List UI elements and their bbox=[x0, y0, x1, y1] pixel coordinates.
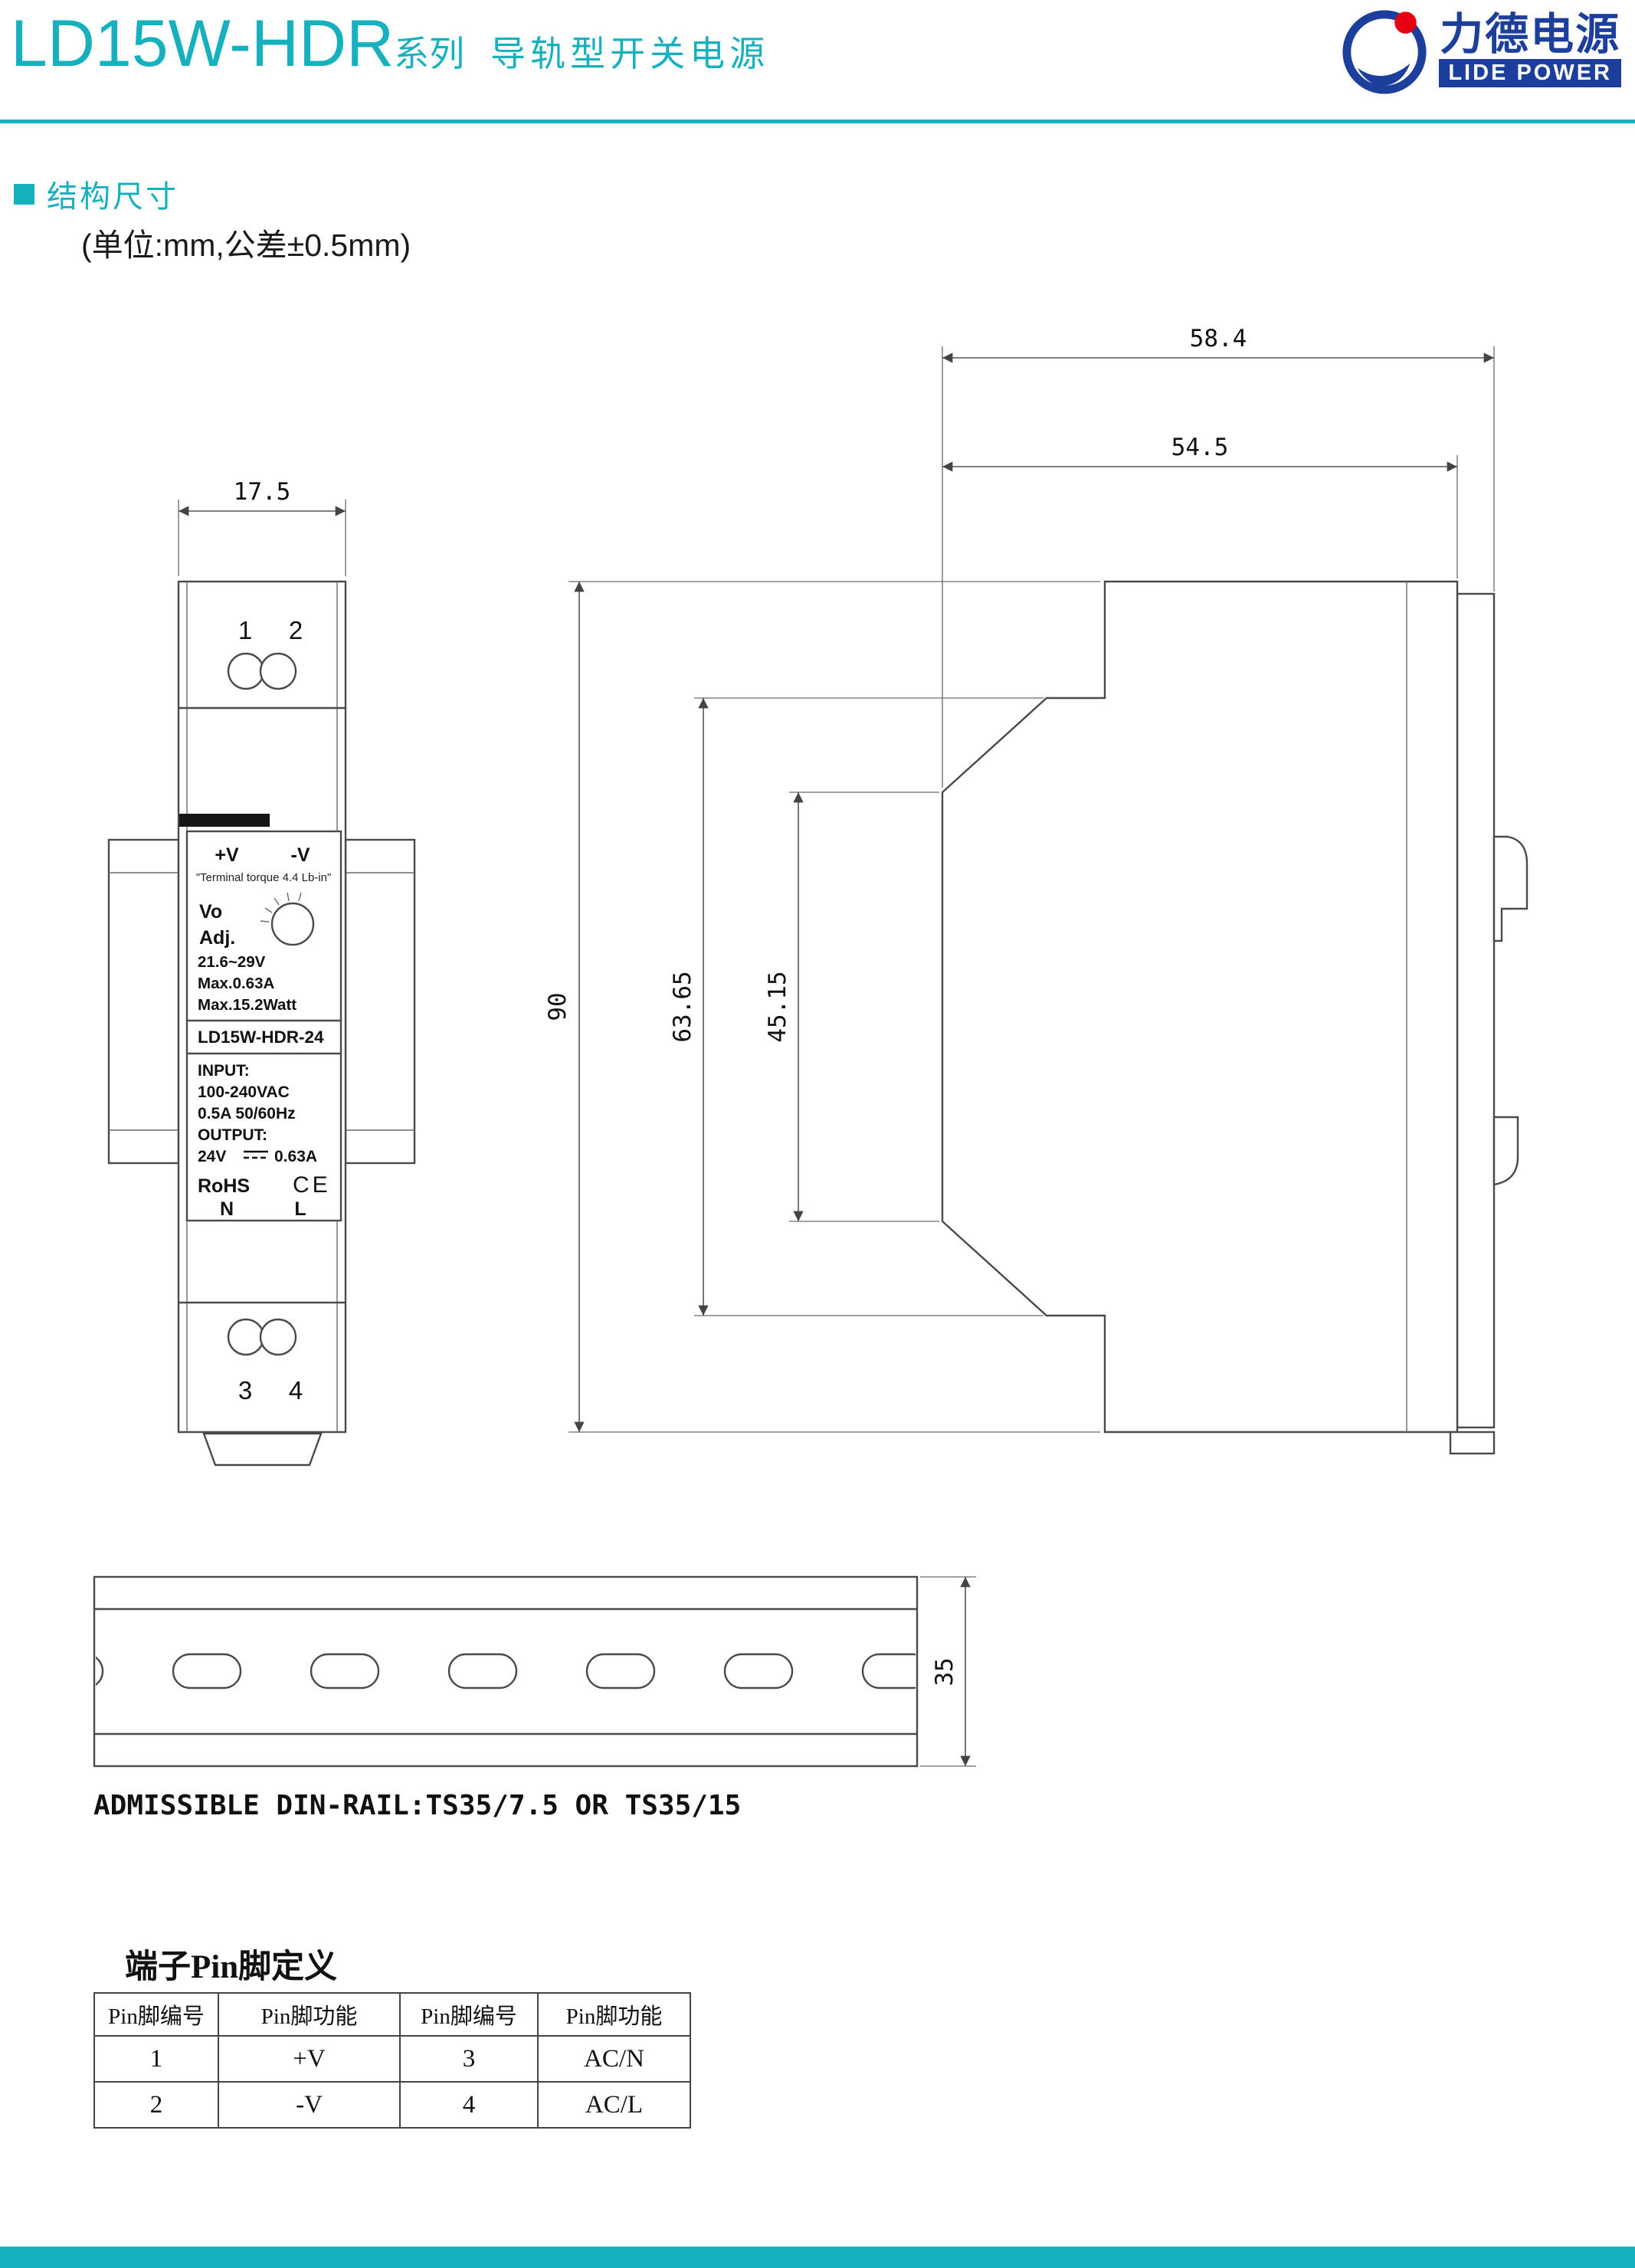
pin-number-cell: 2 bbox=[93, 2081, 219, 2129]
pin-2-label: 2 bbox=[289, 616, 303, 644]
pin-function-cell: AC/N bbox=[537, 2035, 691, 2083]
label-l: L bbox=[294, 1198, 306, 1220]
table-row: 2 -V 4 AC/L bbox=[93, 2081, 691, 2129]
side-view: 58.4 54.5 90 63.65 bbox=[544, 325, 1529, 1455]
dim-inner-height: 45.15 bbox=[764, 792, 939, 1222]
din-clip-latch bbox=[1492, 1116, 1519, 1186]
din-clip-hook bbox=[1492, 835, 1529, 942]
label-vo: Vo bbox=[199, 901, 222, 923]
logo-text: 力德电源 LIDE POWER bbox=[1439, 10, 1621, 88]
dc-symbol-icon bbox=[244, 1150, 268, 1159]
product-label: +V -V "Terminal torque 4.4 Lb-in" Vo Adj… bbox=[185, 830, 342, 1222]
title-subtitle: 导轨型开关电源 bbox=[490, 34, 770, 74]
pin-table-title: 端子Pin脚定义 bbox=[125, 1949, 338, 1985]
section-heading-label: 结构尺寸 bbox=[47, 180, 179, 214]
pin-function-cell: -V bbox=[218, 2081, 401, 2129]
label-n: N bbox=[220, 1198, 234, 1220]
label-output-voltage: 24V bbox=[198, 1148, 226, 1165]
pin-number-cell: 3 bbox=[399, 2035, 539, 2083]
table-row: 1 +V 3 AC/N bbox=[93, 2035, 691, 2083]
label-volt-range: 21.6~29V bbox=[198, 953, 266, 971]
label-border bbox=[185, 830, 342, 1222]
admissible-rail-caption: ADMISSIBLE DIN-RAIL:TS35/7.5 OR TS35/15 bbox=[93, 1790, 742, 1821]
pin-1-label: 1 bbox=[238, 616, 252, 644]
vo-adjust-knob bbox=[260, 892, 315, 946]
din-rail-behind bbox=[107, 838, 416, 1165]
pin-number-cell: 1 bbox=[93, 2035, 219, 2083]
company-logo: 力德电源 LIDE POWER bbox=[1339, 5, 1621, 95]
pin-table-header: Pin脚编号 bbox=[399, 1992, 539, 2037]
dim-front-width: 17.5 bbox=[178, 478, 346, 576]
header-divider bbox=[0, 120, 1635, 123]
bottom-terminal-hole bbox=[227, 1318, 297, 1356]
pin-3-label: 3 bbox=[238, 1376, 252, 1404]
footer-bar bbox=[0, 2247, 1635, 2268]
top-terminal-hole bbox=[227, 652, 297, 690]
din-clip bbox=[1456, 592, 1529, 1429]
dim-body-depth-label: 54.5 bbox=[1171, 434, 1229, 461]
pin-4-label: 4 bbox=[289, 1376, 303, 1404]
lide-logo-icon bbox=[1342, 10, 1427, 94]
pin-definition-table: Pin脚编号 Pin脚功能 Pin脚编号 Pin脚功能 1 +V 3 AC/N … bbox=[93, 1992, 691, 2129]
label-output: OUTPUT: bbox=[198, 1126, 267, 1144]
dim-mid-height: 63.65 bbox=[669, 697, 1044, 1316]
dim-mid-height-label: 63.65 bbox=[669, 971, 696, 1042]
side-body-profile bbox=[941, 580, 1459, 1434]
label-output-current: 0.63A bbox=[274, 1148, 317, 1165]
din-rail-view: 35 bbox=[93, 1575, 976, 1768]
rail-slots bbox=[96, 1653, 916, 1690]
pin-table-header-row: Pin脚编号 Pin脚功能 Pin脚编号 Pin脚功能 bbox=[93, 1992, 691, 2037]
logo-english-name: LIDE POWER bbox=[1439, 59, 1621, 88]
section-heading: 结构尺寸 bbox=[14, 172, 179, 216]
rohs-mark: RoHS bbox=[198, 1175, 250, 1197]
label-plus-v: +V bbox=[215, 844, 239, 866]
pin-table-header: Pin脚功能 bbox=[218, 1992, 401, 2037]
dim-height-label: 90 bbox=[544, 992, 572, 1021]
title-model: LD15W-HDR bbox=[11, 7, 395, 80]
section-bullet-icon bbox=[14, 183, 34, 205]
pin-table-header: Pin脚编号 bbox=[93, 1992, 219, 2037]
label-adj: Adj. bbox=[199, 927, 235, 949]
logo-chinese-name: 力德电源 bbox=[1440, 10, 1621, 59]
pin-function-cell: AC/L bbox=[537, 2081, 691, 2129]
dim-rail-width-label: 35 bbox=[931, 1657, 958, 1686]
label-minus-v: -V bbox=[291, 844, 310, 866]
front-view: 1 2 +V -V "Terminal torque 4.4 Lb-in" Vo… bbox=[107, 478, 416, 1467]
bottom-foot bbox=[1449, 1431, 1496, 1455]
dim-body-depth: 54.5 bbox=[942, 434, 1458, 578]
label-input: INPUT: bbox=[198, 1062, 250, 1080]
pin-table-header: Pin脚功能 bbox=[537, 1992, 691, 2037]
label-torque: "Terminal torque 4.4 Lb-in" bbox=[196, 871, 332, 884]
dim-total-depth-label: 58.4 bbox=[1190, 325, 1247, 352]
ce-mark-icon: CE bbox=[293, 1172, 331, 1198]
dim-total-depth: 58.4 bbox=[942, 325, 1495, 788]
pin-function-cell: +V bbox=[218, 2035, 401, 2083]
title-series: 系列 bbox=[394, 34, 465, 74]
label-max-power: Max.15.2Watt bbox=[198, 996, 297, 1014]
dim-height: 90 bbox=[544, 581, 1100, 1433]
label-input-voltage: 100-240VAC bbox=[198, 1083, 290, 1101]
bottom-tab bbox=[202, 1432, 323, 1467]
dim-front-width-label: 17.5 bbox=[234, 478, 291, 506]
case-seam-stripe bbox=[179, 814, 270, 827]
unit-note: (单位:mm,公差±0.5mm) bbox=[81, 228, 411, 263]
dim-rail-width: 35 bbox=[920, 1576, 976, 1767]
label-input-freq: 0.5A 50/60Hz bbox=[198, 1105, 296, 1123]
label-model: LD15W-HDR-24 bbox=[198, 1027, 324, 1047]
label-max-current: Max.0.63A bbox=[198, 975, 274, 992]
dim-inner-height-label: 45.15 bbox=[764, 971, 791, 1042]
pin-number-cell: 4 bbox=[399, 2081, 539, 2129]
